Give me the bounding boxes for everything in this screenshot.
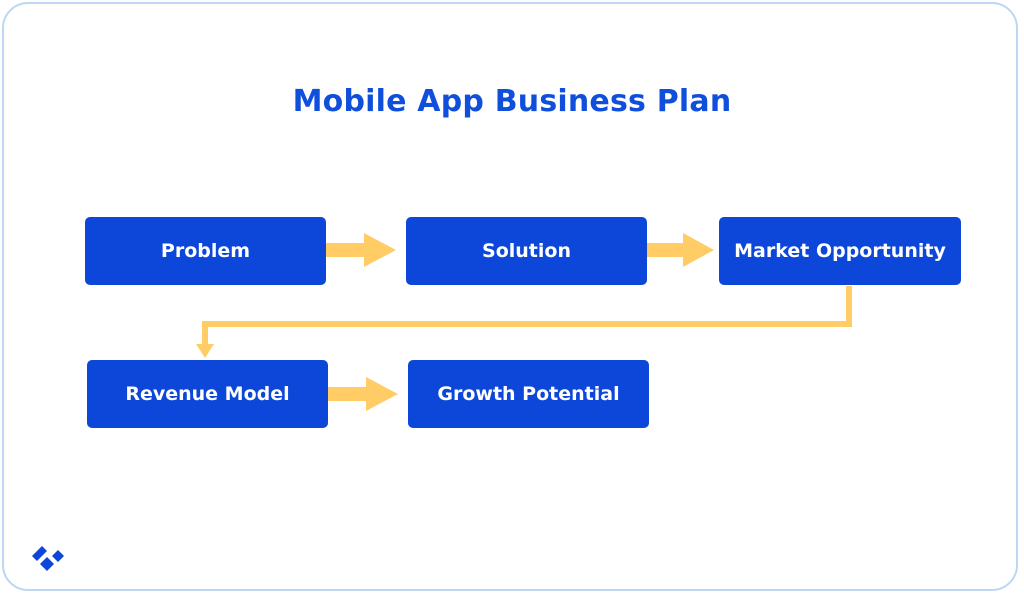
arrow-solution-to-market [647, 233, 714, 267]
diagram-title: Mobile App Business Plan [292, 84, 732, 119]
node-solution: Solution [406, 217, 647, 285]
node-growth-potential-label: Growth Potential [437, 383, 620, 405]
arrow-revenue-to-growth [328, 377, 398, 411]
arrow-market-to-revenue [196, 286, 852, 358]
node-market-opportunity-label: Market Opportunity [734, 240, 946, 262]
node-problem-label: Problem [160, 240, 251, 262]
node-solution-label: Solution [482, 240, 571, 262]
node-market-opportunity: Market Opportunity [719, 217, 961, 285]
node-revenue-model-label: Revenue Model [125, 383, 290, 405]
node-revenue-model: Revenue Model [87, 360, 328, 428]
node-growth-potential: Growth Potential [408, 360, 649, 428]
arrow-problem-to-solution [326, 233, 396, 267]
brand-logo-icon [32, 546, 64, 571]
node-problem: Problem [85, 217, 326, 285]
